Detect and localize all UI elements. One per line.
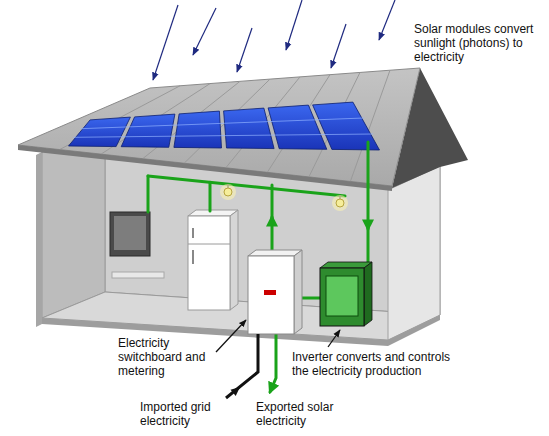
leader-line [328,330,340,347]
sun-ray [193,8,216,55]
panel-wire [367,226,370,263]
ceiling-light [336,199,344,207]
export-wire [270,334,276,392]
inverter-panel [326,276,358,316]
switchboard [248,256,294,334]
sun-ray [286,0,302,50]
switchboard-top [248,250,302,256]
fridge-handle [192,250,194,264]
sun-ray [379,0,395,40]
switchboard-wire [271,185,274,219]
sun-ray [153,5,178,80]
solar-panel [224,108,275,149]
floor-slab [388,315,440,346]
callout-label: Inverter converts and controls the elect… [292,350,462,378]
inverter-side [364,262,372,326]
tv-screen [114,216,146,250]
ceiling-wire [148,176,345,196]
inverter [320,268,364,326]
callout-label: Electricity switchboard and metering [118,336,218,378]
sun-ray [331,24,346,68]
inverter-top [320,262,372,268]
tv-wire [147,176,150,212]
import-arrowhead [231,387,241,393]
solar-panel [121,114,175,147]
fridge-door-line [188,244,230,245]
sun-ray [237,28,252,72]
fridge [188,216,230,310]
right-wall [388,166,440,340]
fridge-wire [209,182,212,211]
import-wire [226,334,258,398]
solar-panel [174,111,222,148]
leader-line [216,320,246,352]
light-glow [220,184,236,200]
panel-wire [367,142,370,229]
shelf [112,272,164,278]
solar-panel [69,117,131,147]
panel-cell-line [73,134,373,137]
switchboard-wire [271,217,274,250]
callout-label: Imported grid electricity [140,400,232,428]
meter-indicator [264,290,276,295]
fridge-side [230,210,238,310]
callout-label: Exported solar electricity [256,400,352,428]
light-glow [332,195,348,211]
roof-edge [18,145,392,191]
inverter-wire [302,297,320,300]
panel-cell-line [81,118,364,129]
fridge-handle [192,228,194,238]
ceiling-light [224,188,232,196]
wall-edge [36,152,42,327]
switchboard-side [294,250,302,334]
tv-set [110,212,150,256]
callout-label: Solar modules convert sunlight (photons)… [414,22,539,64]
roof-corrugation [60,86,180,150]
